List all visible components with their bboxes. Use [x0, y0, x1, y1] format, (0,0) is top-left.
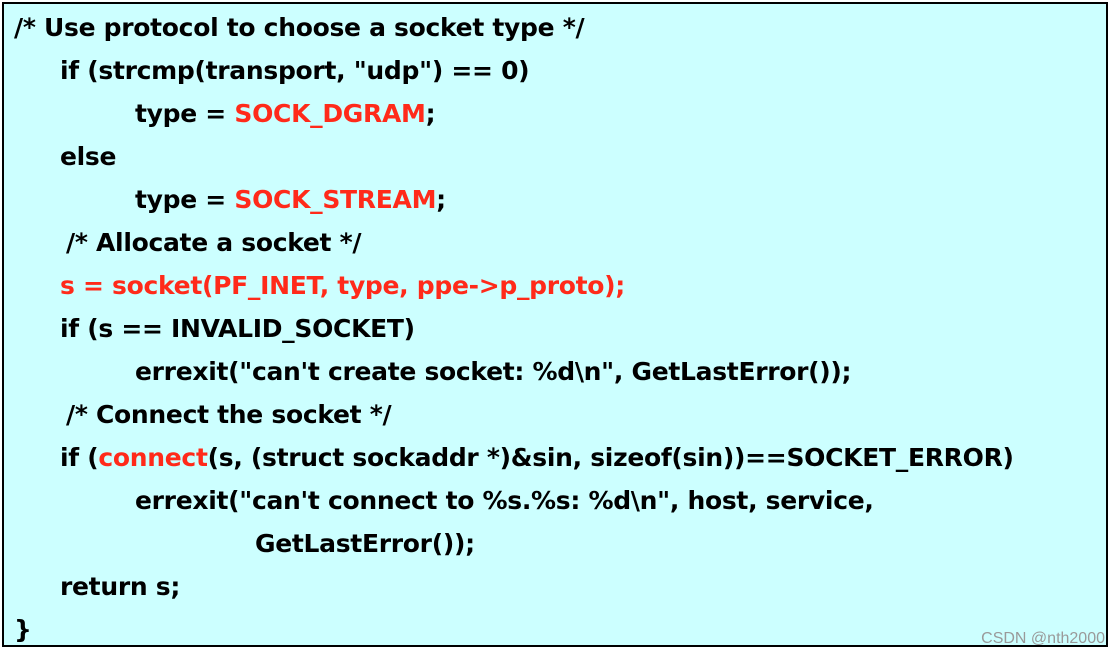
- code-line: if (connect(s, (struct sockaddr *)&sin, …: [60, 438, 1014, 478]
- code-line: /* Connect the socket */: [66, 395, 392, 435]
- code-text: type =: [135, 99, 235, 128]
- code-text: type =: [135, 185, 235, 214]
- code-text: /* Connect the socket */: [66, 400, 392, 429]
- code-highlight: connect: [98, 443, 208, 472]
- code-text: return s;: [60, 572, 181, 601]
- code-text: /* Use protocol to choose a socket type …: [14, 13, 585, 42]
- code-line: }: [14, 610, 32, 650]
- code-line: errexit("can't connect to %s.%s: %d\n", …: [135, 481, 874, 521]
- code-text: if (: [60, 443, 99, 472]
- code-line: type = SOCK_STREAM;: [135, 180, 446, 220]
- code-highlight: SOCK_DGRAM: [234, 99, 426, 128]
- code-line: errexit("can't create socket: %d\n", Get…: [135, 352, 852, 392]
- code-text: errexit("can't create socket: %d\n", Get…: [135, 357, 852, 386]
- code-line: type = SOCK_DGRAM;: [135, 94, 436, 134]
- code-line: return s;: [60, 567, 180, 607]
- code-text: }: [14, 615, 32, 644]
- code-text: if (s == INVALID_SOCKET): [60, 314, 415, 343]
- code-text: else: [60, 142, 117, 171]
- code-highlight: SOCK_STREAM: [234, 185, 437, 214]
- code-line: GetLastError());: [255, 524, 475, 564]
- code-line: if (strcmp(transport, "udp") == 0): [60, 51, 530, 91]
- code-line: s = socket(PF_INET, type, ppe->p_proto);: [60, 266, 625, 306]
- code-line: if (s == INVALID_SOCKET): [60, 309, 415, 349]
- code-line: /* Allocate a socket */: [66, 223, 362, 263]
- code-text: ;: [425, 99, 436, 128]
- code-text: GetLastError());: [255, 529, 475, 558]
- code-text: errexit("can't connect to %s.%s: %d\n", …: [135, 486, 874, 515]
- code-text: (s, (struct sockaddr *)&sin, sizeof(sin)…: [207, 443, 1014, 472]
- code-text: ;: [436, 185, 446, 214]
- code-line: else: [60, 137, 116, 177]
- watermark: CSDN @nth2000: [981, 630, 1105, 647]
- code-text: if (strcmp(transport, "udp") == 0): [60, 56, 530, 85]
- code-highlight: s = socket(PF_INET, type, ppe->p_proto);: [60, 271, 626, 300]
- code-text: /* Allocate a socket */: [66, 228, 362, 257]
- code-line: /* Use protocol to choose a socket type …: [14, 8, 585, 48]
